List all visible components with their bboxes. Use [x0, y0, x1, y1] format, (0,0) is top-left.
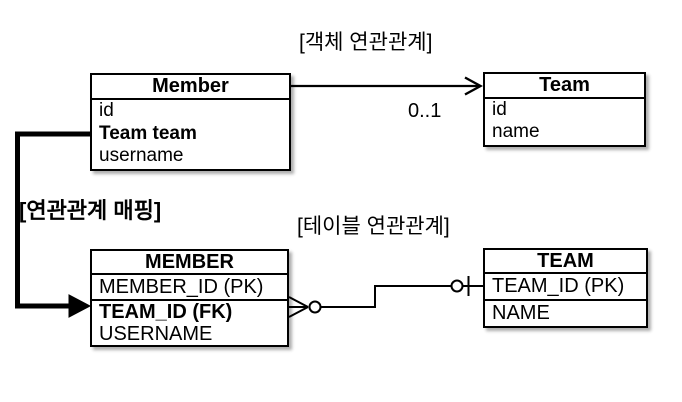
erd-member-table-box: MEMBER MEMBER_ID (PK) TEAM_ID (FK) USERN… — [90, 249, 289, 347]
crow-foot-many-icon — [288, 296, 309, 318]
table-relationship-label: [테이블 연관관계] — [297, 215, 450, 238]
erd-team-column-pk: TEAM_ID (PK) — [492, 275, 625, 297]
erd-team-title: TEAM — [485, 250, 646, 274]
table-relationship-line — [320, 285, 451, 308]
uml-member-field-id: id — [99, 100, 114, 121]
multiplicity-label: 0..1 — [408, 100, 442, 122]
uml-team-title: Team — [485, 74, 644, 99]
zero-circle-member-side-icon — [308, 300, 322, 314]
erd-member-column-fk: TEAM_ID (FK) — [99, 301, 233, 323]
erd-member-column-username: USERNAME — [99, 323, 213, 345]
erd-team-pk-compartment: TEAM_ID (PK) — [485, 274, 646, 301]
mapping-arrowhead-icon — [68, 294, 92, 318]
uml-team-field-name: name — [492, 121, 540, 142]
uml-member-class-box: Member id Team team username — [90, 73, 291, 171]
erd-member-pk-compartment: MEMBER_ID (PK) — [92, 275, 287, 301]
object-relationship-label: [객체 연관관계] — [299, 31, 433, 54]
uml-team-field-id: id — [492, 99, 507, 120]
uml-member-field-team: Team team — [99, 122, 197, 144]
uml-member-title: Member — [92, 75, 289, 100]
association-mapping-label: [연관관계 매핑] — [19, 198, 162, 223]
zero-circle-team-side-icon — [450, 279, 464, 293]
uml-team-class-box: Team id name — [483, 72, 646, 147]
uml-team-fields: id name — [485, 99, 644, 143]
erd-team-column-name: NAME — [492, 302, 550, 324]
uml-member-fields: id Team team username — [92, 100, 289, 168]
erd-member-column-pk: MEMBER_ID (PK) — [99, 276, 264, 298]
erd-member-title: MEMBER — [92, 251, 287, 275]
mapping-arrow-line — [15, 131, 92, 309]
erd-member-body-compartment: TEAM_ID (FK) USERNAME — [92, 301, 287, 345]
uml-member-field-username: username — [99, 145, 184, 166]
object-association-arrowhead-icon — [464, 76, 483, 96]
erd-team-body-compartment: NAME — [485, 301, 646, 325]
erd-team-table-box: TEAM TEAM_ID (PK) NAME — [483, 248, 648, 328]
